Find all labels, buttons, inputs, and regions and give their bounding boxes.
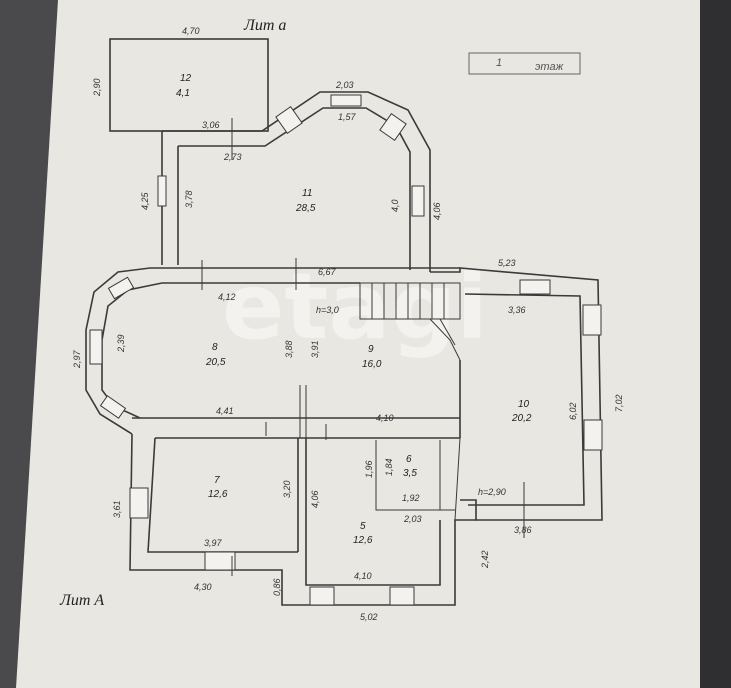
room-area: 16,0 — [362, 359, 382, 370]
dimension: 5,02 — [360, 612, 378, 622]
room-area: 12,6 — [353, 535, 373, 546]
dimension: 4,25 — [140, 191, 150, 210]
stamp-text: этаж — [535, 61, 564, 73]
room-number: 7 — [214, 475, 220, 486]
dimension: 0,86 — [272, 578, 282, 596]
dimension: 3,88 — [284, 340, 294, 358]
dimension: h=2,90 — [478, 487, 506, 497]
dimension-labels: 4,70 2,90 2,03 1,57 3,06 2,73 4,25 3,78 … — [72, 26, 624, 622]
dimension: 2,03 — [335, 80, 354, 90]
room-11-outline — [157, 91, 431, 272]
dimension: 2,90 — [92, 78, 102, 97]
dimension: 2,39 — [116, 334, 126, 353]
main-block-walls — [85, 267, 603, 606]
dimension: 4,06 — [310, 490, 320, 508]
room-number: 11 — [302, 188, 312, 199]
dimension: 2,97 — [72, 349, 82, 369]
room-area: 12,6 — [208, 489, 228, 500]
label-lit-A: Лит А — [59, 592, 104, 609]
dimension: 7,02 — [614, 394, 624, 412]
dimension: 3,06 — [202, 120, 220, 130]
dimension: 4,41 — [216, 406, 234, 416]
room-area: 20,2 — [511, 413, 532, 424]
dimension: 5,23 — [498, 258, 516, 268]
watermark: etagi — [222, 253, 488, 360]
paper-sheet — [16, 0, 731, 688]
stairs — [359, 282, 461, 361]
dimension: 1,96 — [364, 460, 374, 478]
door-ticks — [201, 118, 525, 576]
room-labels: 12 4,1 11 28,5 8 20,5 9 16,0 10 20,2 7 1… — [176, 73, 532, 546]
dimension: 4,12 — [218, 292, 236, 302]
dimension: 1,57 — [338, 112, 357, 122]
stamp-number: 1 — [496, 57, 502, 69]
floor-stamp: 1 этаж — [468, 52, 581, 75]
room-number: 9 — [368, 344, 374, 355]
dimension: 1,92 — [402, 493, 420, 503]
dimension: 3,97 — [204, 538, 223, 548]
dimension: 2,03 — [403, 514, 422, 524]
dimension: 6,67 — [318, 267, 337, 277]
dimension: 3,20 — [282, 480, 292, 498]
dimension: 6,02 — [568, 402, 578, 420]
dimension: 4,30 — [194, 582, 212, 592]
room-area: 3,5 — [403, 468, 417, 479]
dimension: 4,0 — [390, 199, 400, 212]
dark-edge — [700, 0, 731, 688]
room-number: 6 — [406, 454, 412, 465]
dimension: 3,78 — [184, 190, 194, 208]
dimension: 3,36 — [508, 305, 526, 315]
dimension: 1,84 — [384, 458, 394, 476]
dimension: 4,06 — [432, 202, 442, 220]
room-number: 5 — [360, 521, 366, 532]
room-area: 4,1 — [176, 88, 190, 99]
room-area: 20,5 — [205, 357, 226, 368]
dimension: h=3,0 — [316, 305, 339, 315]
room-number: 10 — [518, 399, 530, 410]
dimension: 4,70 — [182, 26, 200, 36]
dimension: 3,86 — [514, 525, 532, 535]
room-area: 28,5 — [295, 203, 316, 214]
label-lit-a: Лит а — [243, 17, 286, 34]
dimension: 3,61 — [112, 500, 122, 518]
room-number: 8 — [212, 342, 218, 353]
dimension: 3,91 — [310, 340, 320, 358]
dimension: 2,42 — [480, 550, 490, 569]
dimension: 4,10 — [354, 571, 372, 581]
dimension: 4,10 — [376, 413, 394, 423]
room-number: 12 — [180, 73, 192, 84]
